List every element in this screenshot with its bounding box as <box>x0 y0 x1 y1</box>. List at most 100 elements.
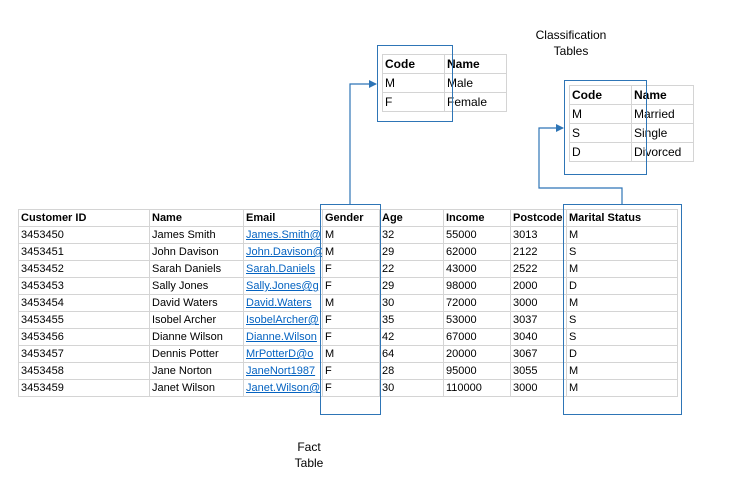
cell-name: Jane Norton <box>149 362 244 380</box>
cell-gender: F <box>322 328 380 346</box>
header-gender: Gender <box>322 209 380 227</box>
cell-email[interactable]: Sally.Jones@g <box>243 277 323 295</box>
cell-code: M <box>382 73 445 93</box>
cell-name: Single <box>631 123 694 143</box>
cell-gender: M <box>322 243 380 261</box>
cell-email[interactable]: MrPotterD@o <box>243 345 323 363</box>
cell-age: 64 <box>379 345 444 363</box>
cell-marital-status: S <box>566 311 678 329</box>
table-row: S Single <box>569 123 694 143</box>
cell-customer-id: 3453453 <box>18 277 150 295</box>
cell-email[interactable]: JaneNort1987 <box>243 362 323 380</box>
cell-postcode: 2122 <box>510 243 567 261</box>
cell-postcode: 3013 <box>510 226 567 244</box>
header-name: Name <box>149 209 244 227</box>
cell-name: Divorced <box>631 142 694 162</box>
caption-line: Tables <box>553 44 589 58</box>
cell-gender: M <box>322 345 380 363</box>
cell-income: 72000 <box>443 294 511 312</box>
cell-email[interactable]: IsobelArcher@ <box>243 311 323 329</box>
cell-name: Dianne Wilson <box>149 328 244 346</box>
cell-marital-status: D <box>566 345 678 363</box>
cell-customer-id: 3453450 <box>18 226 150 244</box>
cell-income: 20000 <box>443 345 511 363</box>
cell-gender: F <box>322 311 380 329</box>
header-customer-id: Customer ID <box>18 209 150 227</box>
cell-name: Married <box>631 104 694 124</box>
fact-table: Customer ID Name Email Gender Age Income… <box>18 209 678 397</box>
cell-income: 98000 <box>443 277 511 295</box>
cell-postcode: 3067 <box>510 345 567 363</box>
cell-marital-status: M <box>566 260 678 278</box>
table-row: M Male <box>382 73 507 93</box>
cell-name: Janet Wilson <box>149 379 244 397</box>
cell-age: 29 <box>379 243 444 261</box>
header-marital-status: Marital Status <box>566 209 678 227</box>
cell-code: M <box>569 104 632 124</box>
cell-marital-status: M <box>566 362 678 380</box>
cell-marital-status: D <box>566 277 678 295</box>
cell-gender: F <box>322 362 380 380</box>
cell-email[interactable]: Dianne.Wilson <box>243 328 323 346</box>
cell-name: Isobel Archer <box>149 311 244 329</box>
caption-line: Table <box>294 456 324 470</box>
table-row: F Female <box>382 92 507 112</box>
classification-tables-caption: Classification Tables <box>511 27 631 59</box>
cell-postcode: 3000 <box>510 379 567 397</box>
cell-postcode: 3037 <box>510 311 567 329</box>
cell-customer-id: 3453457 <box>18 345 150 363</box>
cell-gender: M <box>322 294 380 312</box>
table-header-row: Customer ID Name Email Gender Age Income… <box>18 209 678 227</box>
cell-customer-id: 3453456 <box>18 328 150 346</box>
cell-email[interactable]: John.Davison@ <box>243 243 323 261</box>
cell-age: 22 <box>379 260 444 278</box>
cell-email[interactable]: Sarah.Daniels <box>243 260 323 278</box>
cell-code: D <box>569 142 632 162</box>
cell-email[interactable]: David.Waters <box>243 294 323 312</box>
cell-postcode: 3000 <box>510 294 567 312</box>
cell-customer-id: 3453458 <box>18 362 150 380</box>
cell-gender: F <box>322 379 380 397</box>
cell-email[interactable]: James.Smith@ <box>243 226 323 244</box>
cell-income: 53000 <box>443 311 511 329</box>
cell-income: 110000 <box>443 379 511 397</box>
cell-marital-status: M <box>566 294 678 312</box>
gender-classification-table: Code Name M Male F Female <box>382 54 507 112</box>
cell-name: Male <box>444 73 507 93</box>
cell-income: 43000 <box>443 260 511 278</box>
cell-age: 42 <box>379 328 444 346</box>
header-age: Age <box>379 209 444 227</box>
cell-income: 62000 <box>443 243 511 261</box>
cell-marital-status: S <box>566 243 678 261</box>
cell-age: 35 <box>379 311 444 329</box>
header-income: Income <box>443 209 511 227</box>
cell-email[interactable]: Janet.Wilson@ <box>243 379 323 397</box>
cell-age: 30 <box>379 294 444 312</box>
header-code: Code <box>569 85 632 105</box>
cell-customer-id: 3453451 <box>18 243 150 261</box>
cell-age: 29 <box>379 277 444 295</box>
cell-code: S <box>569 123 632 143</box>
cell-postcode: 2000 <box>510 277 567 295</box>
cell-age: 28 <box>379 362 444 380</box>
header-name: Name <box>631 85 694 105</box>
cell-customer-id: 3453452 <box>18 260 150 278</box>
cell-gender: F <box>322 277 380 295</box>
cell-postcode: 3040 <box>510 328 567 346</box>
cell-name: James Smith <box>149 226 244 244</box>
cell-name: Sarah Daniels <box>149 260 244 278</box>
table-row: D Divorced <box>569 142 694 162</box>
table-header-row: Code Name <box>382 54 507 74</box>
cell-customer-id: 3453459 <box>18 379 150 397</box>
cell-income: 95000 <box>443 362 511 380</box>
table-header-row: Code Name <box>569 85 694 105</box>
